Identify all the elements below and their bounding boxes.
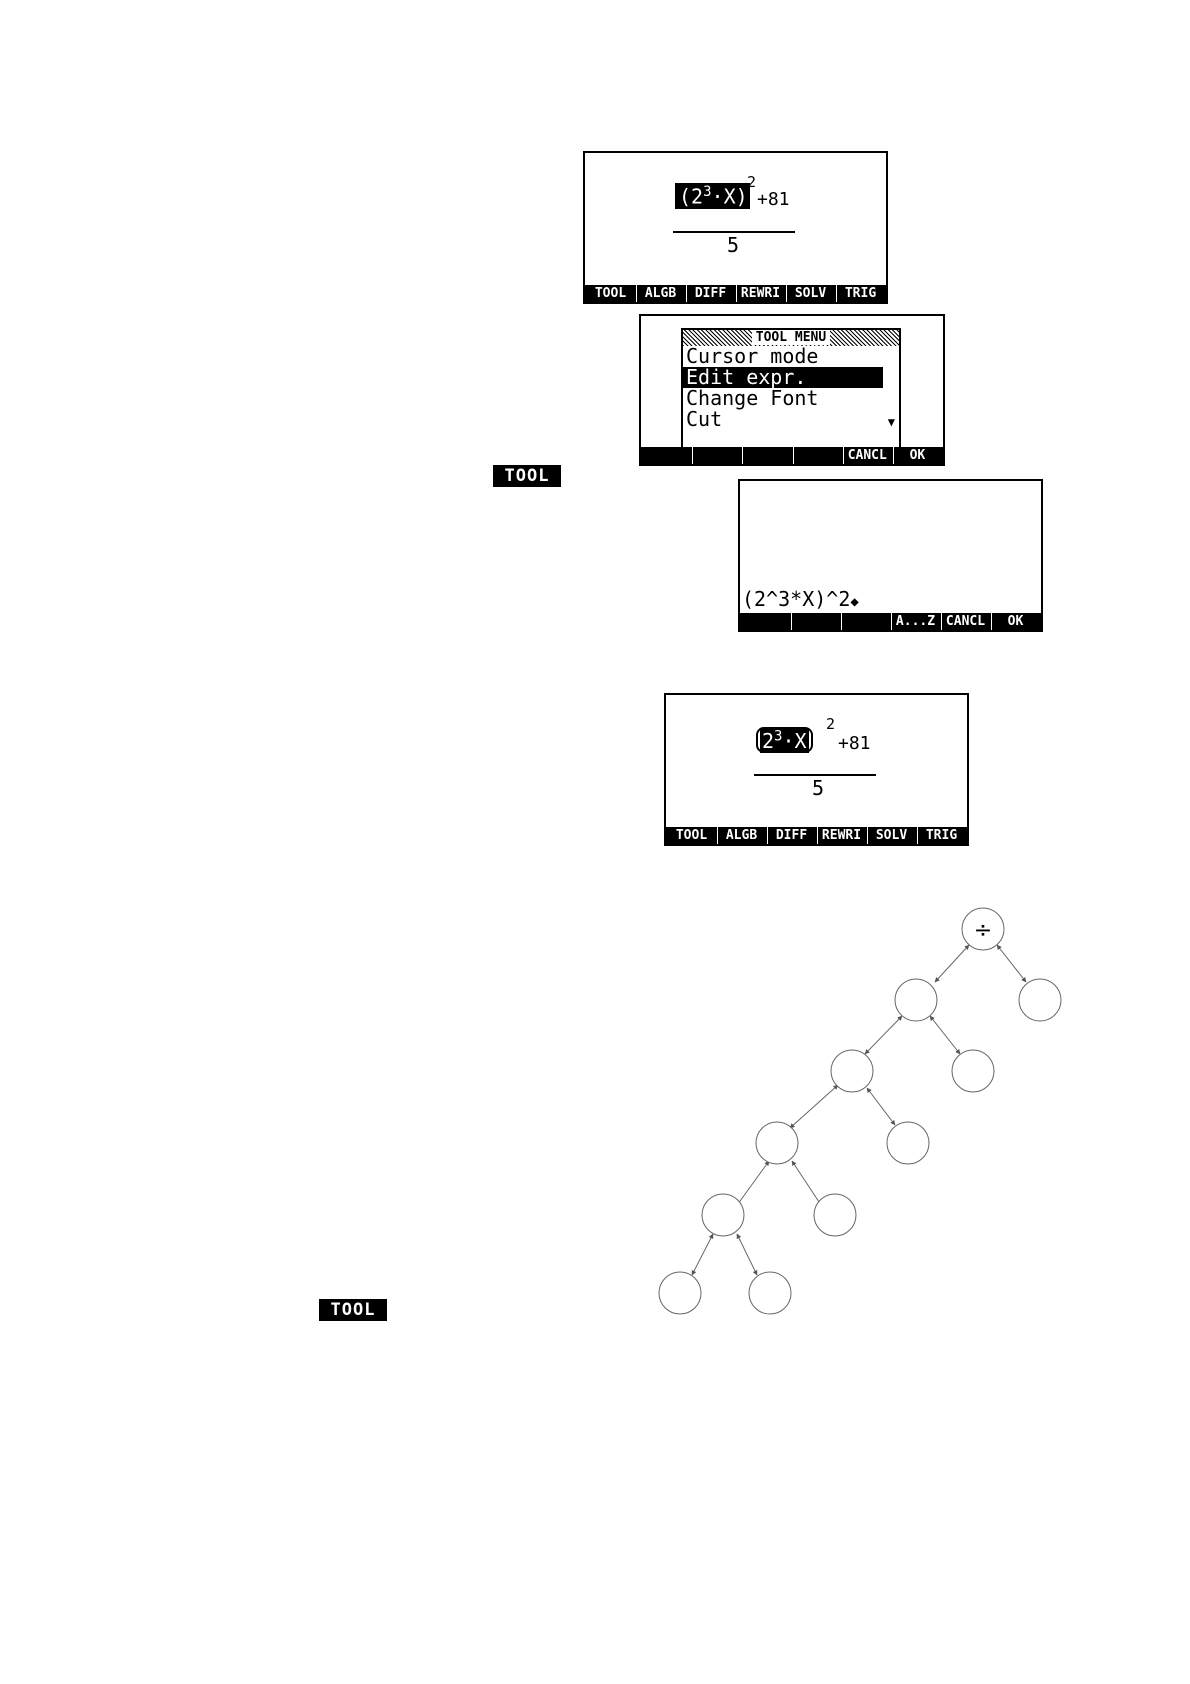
softkey-diff[interactable]: DIFF [686, 285, 734, 302]
tree-edge [792, 1161, 823, 1208]
tree-edge [867, 1088, 895, 1125]
bracketed-subexpression: 23·X [756, 727, 813, 753]
expression-display: 23·X 2 +81 [756, 721, 896, 791]
menu-item-cut[interactable]: Cut ▼ [683, 409, 899, 430]
calculator-screen-edit: (2^3*X)^2◆ A...Z CANCL OK [738, 479, 1043, 632]
tree-edge [865, 1016, 902, 1054]
softkey-empty-3[interactable] [841, 613, 889, 630]
outer-exponent: 2 [826, 717, 835, 732]
tree-edge [790, 1085, 838, 1128]
softkey-cancel[interactable]: CANCL [843, 447, 891, 464]
softkey-rewri[interactable]: REWRI [817, 827, 865, 844]
plus-term: +81 [757, 191, 790, 209]
tree-node [952, 1050, 994, 1092]
menu-item-edit-expr[interactable]: Edit expr. [683, 367, 883, 388]
softkey-empty-1[interactable] [643, 447, 690, 464]
tree-node [659, 1272, 701, 1314]
softkey-tool[interactable]: TOOL [587, 285, 634, 302]
cursor-icon: ◆ [850, 594, 858, 610]
tree-edge [997, 945, 1026, 982]
softkey-ok[interactable]: OK [991, 613, 1039, 630]
softkey-empty-4[interactable] [793, 447, 841, 464]
calculator-screen-expression-result: 23·X 2 +81 5 TOOL ALGB DIFF REWRI SOLV T… [664, 693, 969, 846]
softkey-tool[interactable]: TOOL [668, 827, 715, 844]
softkey-empty-2[interactable] [692, 447, 740, 464]
softkey-trig[interactable]: TRIG [836, 285, 884, 302]
softkey-bar: A...Z CANCL OK [740, 613, 1041, 630]
highlighted-subexpression: (23·X) [675, 183, 750, 209]
expression-display: (23·X) 2 +81 [675, 179, 815, 249]
tree-edge [737, 1234, 757, 1275]
tree-node [831, 1050, 873, 1092]
menu-item-cut-label: Cut [686, 407, 722, 431]
softkey-empty-2[interactable] [791, 613, 839, 630]
tree-node [887, 1122, 929, 1164]
softkey-bar: TOOL ALGB DIFF REWRI SOLV TRIG [585, 285, 886, 302]
tool-key[interactable]: TOOL [319, 1299, 387, 1321]
edit-line-text: (2^3*X)^2 [742, 587, 850, 611]
tree-edge [735, 1161, 769, 1208]
tool-menu: TOOL MENU Cursor mode Edit expr. Change … [681, 328, 901, 450]
outer-exponent: 2 [747, 175, 756, 190]
menu-item-change-font[interactable]: Change Font [683, 388, 899, 409]
softkey-a-z[interactable]: A...Z [891, 613, 939, 630]
tool-key[interactable]: TOOL [493, 465, 561, 487]
softkey-algb[interactable]: ALGB [717, 827, 765, 844]
tree-node [702, 1194, 744, 1236]
menu-item-cursor-mode[interactable]: Cursor mode [683, 346, 899, 367]
tree-node [749, 1272, 791, 1314]
tree-edge [692, 1234, 713, 1275]
softkey-rewri[interactable]: REWRI [736, 285, 784, 302]
softkey-solv[interactable]: SOLV [786, 285, 834, 302]
softkey-ok[interactable]: OK [893, 447, 941, 464]
softkey-solv[interactable]: SOLV [867, 827, 915, 844]
tree-node [1019, 979, 1061, 1021]
softkey-bar: CANCL OK [641, 447, 943, 464]
softkey-algb[interactable]: ALGB [636, 285, 684, 302]
denominator: 5 [727, 235, 739, 255]
plus-term: +81 [838, 735, 871, 753]
calculator-screen-tool-menu: TOOL MENU Cursor mode Edit expr. Change … [639, 314, 945, 466]
tree-edge [935, 945, 969, 982]
tree-node [895, 979, 937, 1021]
tree-node [756, 1122, 798, 1164]
edit-line[interactable]: (2^3*X)^2◆ [742, 587, 859, 611]
scroll-down-icon: ▼ [888, 412, 895, 433]
denominator: 5 [812, 778, 824, 798]
highlighted-subexpression: 23·X [760, 729, 809, 753]
softkey-diff[interactable]: DIFF [767, 827, 815, 844]
tree-root-label: ÷ [974, 918, 992, 943]
calculator-screen-expression: (23·X) 2 +81 5 TOOL ALGB DIFF REWRI SOLV… [583, 151, 888, 304]
softkey-empty-1[interactable] [742, 613, 789, 630]
expression-tree-diagram: ÷ [650, 900, 1070, 1340]
tree-edge [930, 1016, 960, 1054]
softkey-bar: TOOL ALGB DIFF REWRI SOLV TRIG [666, 827, 967, 844]
softkey-trig[interactable]: TRIG [917, 827, 965, 844]
softkey-empty-3[interactable] [742, 447, 790, 464]
softkey-cancel[interactable]: CANCL [941, 613, 989, 630]
tree-node [814, 1194, 856, 1236]
